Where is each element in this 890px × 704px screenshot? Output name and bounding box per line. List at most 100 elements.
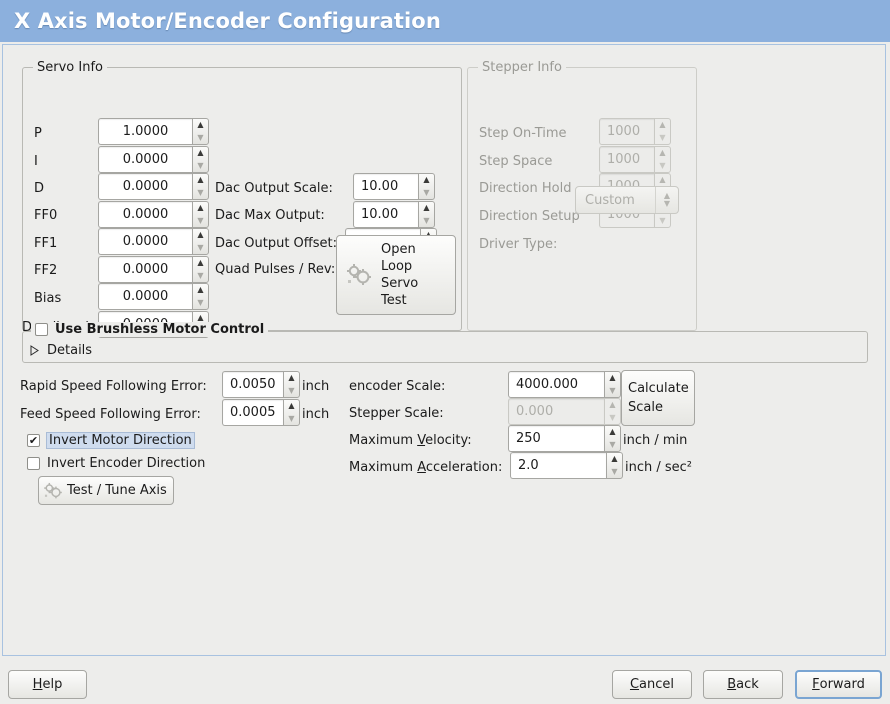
- spin-p-buttons[interactable]: ▲ ▼: [192, 118, 209, 145]
- details-disclosure[interactable]: Details: [30, 343, 92, 358]
- checkbox-box[interactable]: ✔: [27, 434, 40, 447]
- spin-up-icon[interactable]: ▲: [197, 175, 204, 185]
- invert-motor-direction-checkbox[interactable]: ✔ Invert Motor Direction: [27, 432, 195, 449]
- spin-rapid-speed-following-error[interactable]: 0.0050 ▲ ▼: [222, 371, 300, 398]
- spin-ff2-value[interactable]: 0.0000: [98, 256, 192, 283]
- spin-bias-value[interactable]: 0.0000: [98, 283, 192, 310]
- spin-dac-output-scale-value[interactable]: 10.00: [353, 173, 418, 200]
- spin-up-icon[interactable]: ▲: [609, 427, 616, 437]
- spin-down-icon[interactable]: ▼: [197, 187, 204, 197]
- spin-rapid-speed-following-error-value[interactable]: 0.0050: [222, 371, 283, 398]
- spin-dac-max-output-value[interactable]: 10.00: [353, 201, 418, 228]
- spin-dac-output-scale-buttons[interactable]: ▲ ▼: [418, 173, 435, 200]
- spin-down-icon[interactable]: ▼: [197, 297, 204, 307]
- spin-up-icon[interactable]: ▲: [611, 454, 618, 464]
- spin-d-buttons[interactable]: ▲ ▼: [192, 173, 209, 200]
- spin-stepper-scale-value: 0.000: [508, 398, 604, 425]
- spin-down-icon[interactable]: ▼: [197, 270, 204, 280]
- spin-up-icon[interactable]: ▲: [288, 373, 295, 383]
- spin-rapid-following-error-buttons[interactable]: ▲ ▼: [283, 371, 300, 398]
- spin-encoder-scale[interactable]: 4000.000 ▲ ▼: [508, 371, 621, 398]
- checkbox-box[interactable]: [27, 457, 40, 470]
- spin-maximum-acceleration-value[interactable]: 2.0: [510, 452, 606, 479]
- spin-up-icon[interactable]: ▲: [423, 203, 430, 213]
- spin-up-icon[interactable]: ▲: [197, 203, 204, 213]
- label-bias: Bias: [34, 291, 62, 306]
- dialog-content-panel: Servo Info P I D FF0 FF1 FF2 Bias Deadba…: [2, 44, 886, 656]
- calculate-scale-button[interactable]: Calculate Scale: [621, 370, 695, 426]
- spin-ff2-buttons[interactable]: ▲ ▼: [192, 256, 209, 283]
- spin-dac-output-scale[interactable]: 10.00 ▲ ▼: [353, 173, 435, 200]
- spin-down-icon[interactable]: ▼: [423, 187, 430, 197]
- spin-encoder-scale-value[interactable]: 4000.000: [508, 371, 604, 398]
- spin-p-value[interactable]: 1.0000: [98, 118, 192, 145]
- spin-down-icon[interactable]: ▼: [197, 215, 204, 225]
- test-tune-axis-label: Test / Tune Axis: [67, 483, 167, 498]
- spin-up-icon[interactable]: ▲: [421, 229, 436, 242]
- label-dac-output-scale: Dac Output Scale:: [215, 181, 333, 196]
- spin-up-icon[interactable]: ▲: [197, 148, 204, 158]
- spin-i-buttons[interactable]: ▲ ▼: [192, 146, 209, 173]
- spin-up-icon[interactable]: ▲: [197, 258, 204, 268]
- invert-encoder-direction-checkbox[interactable]: Invert Encoder Direction: [27, 456, 205, 471]
- spin-stepper-scale: 0.000 ▲ ▼: [508, 398, 621, 425]
- spin-d-value[interactable]: 0.0000: [98, 173, 192, 200]
- open-loop-line-3: Servo: [381, 276, 419, 291]
- spin-up-icon[interactable]: ▲: [609, 373, 616, 383]
- spin-down-icon: ▼: [659, 215, 666, 225]
- spin-down-icon[interactable]: ▼: [609, 385, 616, 395]
- spin-encoder-scale-buttons[interactable]: ▲ ▼: [604, 371, 621, 398]
- spin-ff0-buttons[interactable]: ▲ ▼: [192, 201, 209, 228]
- spin-i[interactable]: 0.0000 ▲ ▼: [98, 146, 209, 173]
- spin-down-icon[interactable]: ▼: [611, 466, 618, 476]
- spin-ff0-value[interactable]: 0.0000: [98, 201, 192, 228]
- spin-down-icon[interactable]: ▼: [197, 242, 204, 252]
- spin-down-icon[interactable]: ▼: [197, 160, 204, 170]
- spin-up-icon: ▲: [609, 400, 616, 410]
- calculate-scale-line-1: Calculate: [628, 381, 689, 396]
- spin-up-icon[interactable]: ▲: [288, 401, 295, 411]
- spin-i-value[interactable]: 0.0000: [98, 146, 192, 173]
- spin-dac-max-output-buttons[interactable]: ▲ ▼: [418, 201, 435, 228]
- spin-up-icon[interactable]: ▲: [197, 285, 204, 295]
- open-loop-line-2: Loop: [381, 259, 413, 274]
- spin-maximum-acceleration-buttons[interactable]: ▲ ▼: [606, 452, 623, 479]
- use-brushless-motor-control-checkbox[interactable]: Use Brushless Motor Control: [31, 322, 269, 337]
- spin-ff2[interactable]: 0.0000 ▲ ▼: [98, 256, 209, 283]
- spin-step-on-time-buttons: ▲ ▼: [654, 118, 671, 145]
- checkbox-box[interactable]: [35, 323, 48, 336]
- spin-maximum-acceleration[interactable]: 2.0 ▲ ▼: [510, 452, 623, 479]
- spin-up-icon[interactable]: ▲: [197, 313, 204, 323]
- spin-up-icon[interactable]: ▲: [423, 175, 430, 185]
- spin-up-icon[interactable]: ▲: [197, 120, 204, 130]
- triangle-right-icon[interactable]: [30, 345, 39, 356]
- spin-feed-following-error-buttons[interactable]: ▲ ▼: [283, 399, 300, 426]
- open-loop-servo-test-button[interactable]: Open Loop Servo Test: [336, 235, 456, 315]
- spin-down-icon[interactable]: ▼: [288, 385, 295, 395]
- spin-down-icon[interactable]: ▼: [609, 439, 616, 449]
- spin-maximum-velocity-value[interactable]: 250: [508, 425, 604, 452]
- spin-ff0[interactable]: 0.0000 ▲ ▼: [98, 201, 209, 228]
- spin-stepper-scale-buttons: ▲ ▼: [604, 398, 621, 425]
- spin-down-icon[interactable]: ▼: [423, 215, 430, 225]
- spin-bias-buttons[interactable]: ▲ ▼: [192, 283, 209, 310]
- spin-down-icon[interactable]: ▼: [288, 413, 295, 423]
- spin-ff1-buttons[interactable]: ▲ ▼: [192, 228, 209, 255]
- spin-dac-max-output[interactable]: 10.00 ▲ ▼: [353, 201, 435, 228]
- spin-maximum-velocity[interactable]: 250 ▲ ▼: [508, 425, 621, 452]
- spin-ff1[interactable]: 0.0000 ▲ ▼: [98, 228, 209, 255]
- spin-bias[interactable]: 0.0000 ▲ ▼: [98, 283, 209, 310]
- test-tune-axis-button[interactable]: Test / Tune Axis: [38, 476, 174, 505]
- spin-feed-speed-following-error[interactable]: 0.0005 ▲ ▼: [222, 399, 300, 426]
- spin-up-icon[interactable]: ▲: [197, 230, 204, 240]
- spin-p[interactable]: 1.0000 ▲ ▼: [98, 118, 209, 145]
- spin-maximum-velocity-buttons[interactable]: ▲ ▼: [604, 425, 621, 452]
- spin-ff1-value[interactable]: 0.0000: [98, 228, 192, 255]
- spin-feed-speed-following-error-value[interactable]: 0.0005: [222, 399, 283, 426]
- spin-down-icon[interactable]: ▼: [197, 132, 204, 142]
- spin-d[interactable]: 0.0000 ▲ ▼: [98, 173, 209, 200]
